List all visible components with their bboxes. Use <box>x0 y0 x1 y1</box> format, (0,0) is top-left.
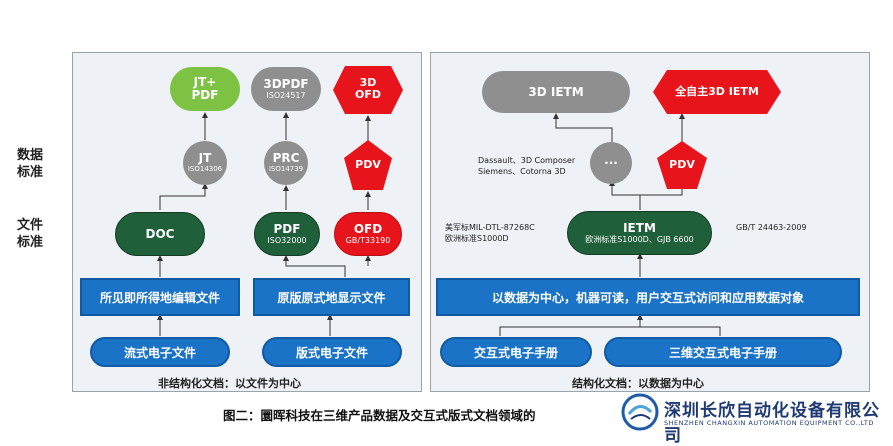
vendors-note-line2: Siemens、Cotorna 3D <box>478 167 566 176</box>
pdv-pentagon-right <box>657 141 707 189</box>
layout-document-pill: 版式电子文件 <box>262 337 402 367</box>
3dpdf-label: 3DPDF <box>263 76 309 91</box>
gbt-note: GB/T 24463-2009 <box>736 223 807 232</box>
figure-title: 图二：圜晖科技在三维产品数据及交互式版式文档领域的 <box>223 408 536 423</box>
3d-ofd-line2: OFD <box>355 88 381 101</box>
military-standard-line1: 美军标MIL-DTL-87268C <box>445 223 535 232</box>
military-standard-note: 美军标MIL-DTL-87268C 欧洲标准S1000D <box>445 222 535 244</box>
ofd-label: OFD <box>353 221 383 236</box>
vendors-note-line1: Dassault、3D Composer <box>478 156 576 165</box>
pdf-label: PDF <box>273 221 301 236</box>
pdv-pentagon-left <box>344 140 392 190</box>
company-logo-icon <box>621 393 659 431</box>
3d-ofd-hexagon <box>333 66 403 114</box>
3d-ofd-line1: 3D <box>359 76 377 89</box>
pdv-label-right: PDV <box>669 158 695 171</box>
data-standard-label: 数据 标准 <box>16 148 43 180</box>
left-panel-caption: 非结构化文档：以文件为中心 <box>158 377 301 390</box>
vendors-note: Dassault、3D Composer Siemens、Cotorna 3D <box>478 155 575 177</box>
3d-ietm-label: 3D IETM <box>528 84 584 99</box>
jt-pdf-node: JT+ PDF <box>170 67 240 111</box>
ellipsis-circle: ··· <box>590 142 632 184</box>
3dpdf-node: 3DPDF ISO24517 <box>251 67 321 111</box>
jt-pdf-line2: PDF <box>191 88 219 102</box>
ellipsis-label: ··· <box>604 155 618 170</box>
prc-label: PRC <box>272 151 300 165</box>
doc-node: DOC <box>115 212 205 256</box>
ofd-standard: GB/T33190 <box>345 235 391 245</box>
ietm-standard: 欧洲标准S1000D、GJB 6600 <box>585 234 694 244</box>
military-standard-line2: 欧洲标准S1000D <box>445 234 509 243</box>
data-centric-bar: 以数据为中心，机器可读，用户交互式访问和应用数据对象 <box>436 278 860 316</box>
autonomous-3d-ietm-hexagon <box>653 70 781 114</box>
jt-label: JT <box>198 151 212 165</box>
3dpdf-standard: ISO24517 <box>266 90 306 100</box>
company-name-en: SHENZHEN CHANGXIN AUTOMATION EQUIPMENT C… <box>664 419 874 427</box>
autonomous-3d-ietm-label: 全自主3D IETM <box>675 85 759 98</box>
interactive-manual-pill: 交互式电子手册 <box>440 337 592 367</box>
pdv-label-left: PDV <box>355 158 381 171</box>
jt-circle: JT ISO14306 <box>183 141 227 185</box>
3d-ofd-label: 3D OFD <box>333 77 403 101</box>
3d-ietm-node: 3D IETM <box>482 71 630 113</box>
right-panel-caption: 结构化文档：以数据为中心 <box>572 377 704 390</box>
doc-label: DOC <box>145 226 175 241</box>
edit-file-bar: 所见即所得地编辑文件 <box>80 278 240 316</box>
connector-lines <box>157 112 721 336</box>
file-standard-label: 文件 标准 <box>16 218 43 250</box>
ietm-label: IETM <box>623 220 656 235</box>
flow-document-pill: 流式电子文件 <box>90 337 230 367</box>
display-file-bar: 原版原式地显示文件 <box>253 278 410 316</box>
jt-pdf-line1: JT+ <box>193 75 217 89</box>
pdf-node: PDF ISO32000 <box>254 212 320 256</box>
ofd-node: OFD GB/T33190 <box>334 212 402 256</box>
ietm-node: IETM 欧洲标准S1000D、GJB 6600 <box>567 211 712 255</box>
3d-interactive-manual-pill: 三维交互式电子手册 <box>604 337 842 367</box>
jt-standard: ISO14306 <box>187 165 223 173</box>
prc-standard: ISO14739 <box>268 165 304 173</box>
pdf-standard: ISO32000 <box>267 235 307 245</box>
prc-circle: PRC ISO14739 <box>264 141 308 185</box>
